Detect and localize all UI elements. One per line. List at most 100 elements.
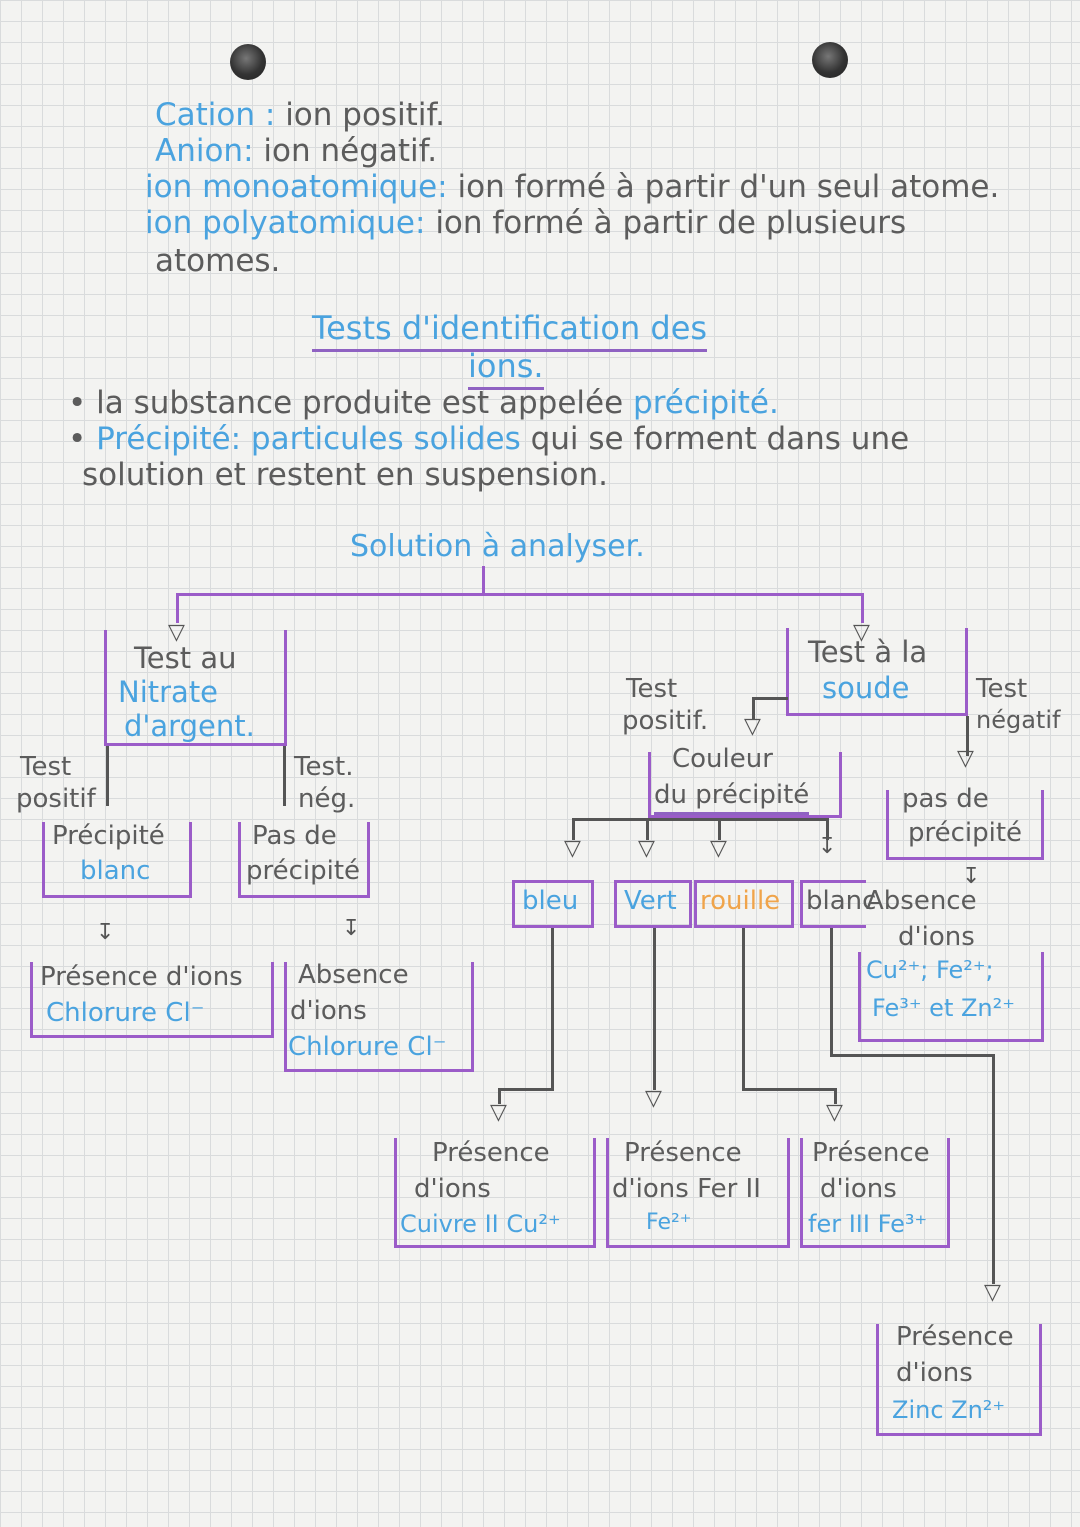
- chloride-absence-line2: d'ions: [290, 996, 367, 1026]
- note2-continued: solution et restent en suspension.: [82, 457, 609, 493]
- soda-pos-label1: Test: [626, 674, 678, 704]
- iron2-presence-box: [606, 1138, 790, 1248]
- note-2: • Précipité: particules solides qui se f…: [68, 424, 909, 455]
- silver-line2: Nitrate: [118, 675, 219, 709]
- no-precipitate-box-soda: [886, 790, 1044, 860]
- binder-hole-left: [230, 44, 266, 80]
- white-line-v: [830, 928, 833, 1056]
- colour-drop-1: [572, 818, 575, 840]
- arrow-down-icon: ↧: [818, 834, 837, 859]
- chloride-presence-box: [30, 962, 274, 1038]
- chloride-presence-line2: Chlorure Cl⁻: [46, 998, 205, 1028]
- anion-def: ion négatif.: [263, 133, 438, 169]
- colour-box-white: [800, 880, 866, 928]
- soda-pos-line-h: [752, 697, 788, 700]
- white-line-h: [830, 1054, 994, 1057]
- colour-green-label: Vert: [624, 886, 677, 916]
- white-precip-line2: blanc: [80, 856, 151, 886]
- soda-neg-label2: négatif: [976, 706, 1061, 734]
- note2-term: Précipité: particules solides: [96, 421, 521, 457]
- note1-bullet: •: [68, 385, 87, 421]
- note2-text: qui se forment dans une: [530, 421, 910, 457]
- no-precip-line1: Pas de: [252, 821, 337, 851]
- arrow-down-icon: ▽: [957, 746, 974, 771]
- cation-term: Cation :: [155, 97, 276, 133]
- title-line2: ions.: [468, 347, 544, 390]
- soda-neg-label1: Test: [976, 674, 1028, 704]
- title-line1: Tests d'identification des: [312, 309, 708, 352]
- green-line-v: [653, 928, 656, 1090]
- soda-pos-label2: positif.: [622, 706, 709, 736]
- colour-rust-label: rouille: [700, 886, 781, 916]
- iron2-line3: Fe²⁺: [646, 1210, 692, 1235]
- left-drop: [176, 593, 179, 623]
- soda-line1: Test à la: [808, 635, 928, 669]
- colour-line1: Couleur: [672, 744, 773, 774]
- silver-neg-line: [283, 746, 286, 806]
- soda-none-line1: pas de: [902, 784, 989, 814]
- zinc-line3: Zinc Zn²⁺: [892, 1396, 1006, 1424]
- blue-line-h: [498, 1088, 554, 1091]
- silver-neg-label1: Test.: [294, 752, 354, 782]
- colour-drop-3: [718, 818, 721, 840]
- section-title: Tests d'identification des: [312, 309, 708, 352]
- soda-test-box: [786, 628, 968, 716]
- soda-line2: soude: [822, 671, 910, 705]
- colour-drop-4: [826, 818, 829, 840]
- definition-cation: Cation : ion positif.: [155, 100, 445, 131]
- rust-line-drop: [834, 1088, 837, 1104]
- silver-neg-label2: nég.: [298, 784, 356, 814]
- precipitate-colour-box: [648, 752, 842, 818]
- colour-box-green: [614, 880, 692, 928]
- zinc-presence-box: [876, 1324, 1042, 1436]
- colour-line2: du précipité: [654, 780, 810, 815]
- arrow-down-icon: ▽: [710, 836, 727, 861]
- colour-branch-line: [572, 818, 828, 821]
- zinc-line2: d'ions: [896, 1358, 973, 1388]
- copper-line3: Cuivre II Cu²⁺: [400, 1210, 561, 1238]
- colour-drop-2: [646, 818, 649, 840]
- silver-pos-line: [106, 746, 109, 806]
- arrow-down-icon: ↧: [962, 864, 981, 889]
- cation-def: ion positif.: [285, 97, 445, 133]
- arrow-down-icon: ▽: [744, 714, 761, 739]
- soda-neg-line: [966, 716, 969, 756]
- no-precipitate-box-silver: [238, 822, 370, 898]
- arrow-down-icon: ▽: [168, 620, 185, 645]
- colour-box-rust: [694, 880, 794, 928]
- white-precipitate-box: [42, 822, 192, 898]
- anion-term: Anion:: [155, 133, 254, 169]
- blue-line-drop: [498, 1088, 501, 1104]
- iron3-line2: d'ions: [820, 1174, 897, 1204]
- iron3-presence-box: [800, 1138, 950, 1248]
- arrow-down-icon: ▽: [638, 836, 655, 861]
- silver-nitrate-test-box: [104, 630, 287, 746]
- right-drop: [861, 593, 864, 623]
- chloride-presence-line1: Présence d'ions: [40, 962, 243, 992]
- iron2-line2: d'ions Fer II: [612, 1174, 761, 1204]
- definition-anion: Anion: ion négatif.: [155, 136, 437, 167]
- soda-absence-box: [858, 952, 1044, 1042]
- iron2-line1: Présence: [624, 1138, 742, 1168]
- colour-line2-text: du précipité: [654, 780, 810, 815]
- colour-white-label: blanc: [806, 886, 877, 916]
- arrow-down-icon: ▽: [645, 1086, 662, 1111]
- copper-presence-box: [394, 1138, 596, 1248]
- soda-absence-line3: Cu²⁺; Fe²⁺;: [866, 956, 994, 984]
- soda-absence-line1: Absence: [866, 886, 977, 916]
- soda-none-line2: précipité: [908, 818, 1023, 848]
- silver-line3: d'argent.: [124, 709, 255, 743]
- rust-line-v: [742, 928, 745, 1090]
- soda-pos-line-v: [752, 697, 755, 719]
- iron3-line3: fer III Fe³⁺: [808, 1210, 928, 1238]
- arrow-down-icon: ▽: [853, 620, 870, 645]
- no-precip-line2: précipité: [246, 856, 361, 886]
- chloride-absence-line1: Absence: [298, 960, 409, 990]
- poly-def: ion formé à partir de plusieurs: [435, 205, 907, 241]
- mono-def: ion formé à partir d'un seul atome.: [457, 169, 1000, 205]
- soda-absence-line2: d'ions: [898, 922, 975, 952]
- rust-line-h: [742, 1088, 836, 1091]
- mono-term: ion monoatomique:: [145, 169, 448, 205]
- silver-line1: Test au: [134, 641, 237, 675]
- arrow-down-icon: ↧: [96, 920, 115, 945]
